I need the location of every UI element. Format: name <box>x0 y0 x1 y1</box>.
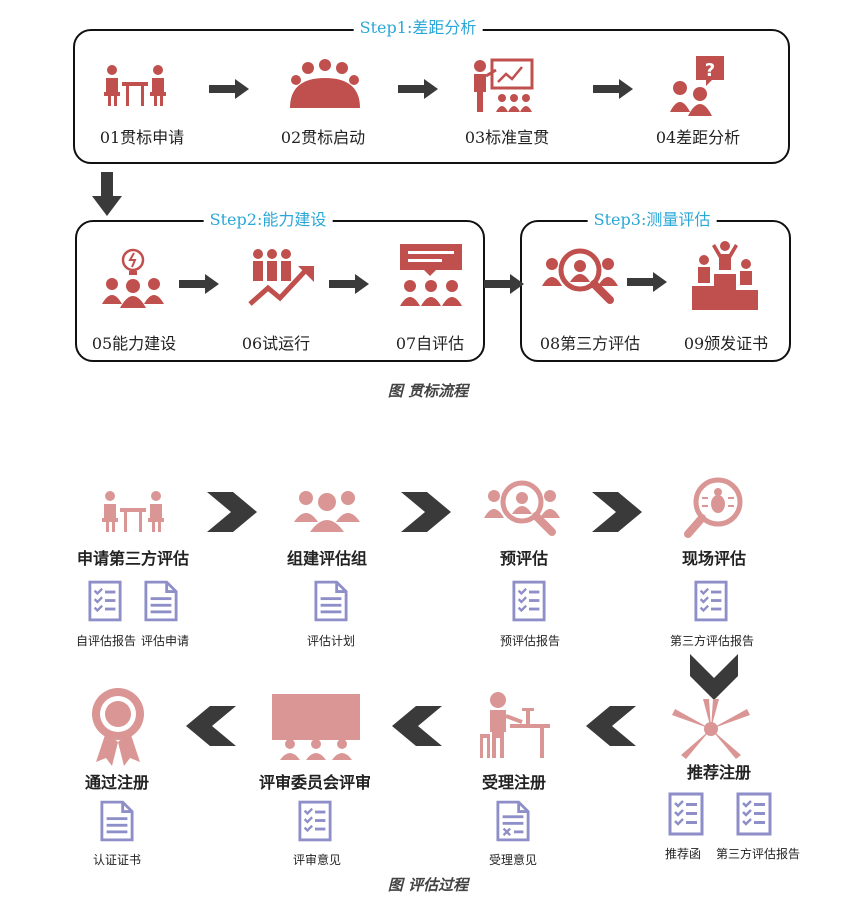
flow1-item-label: 01贯标申请 <box>99 128 185 147</box>
meeting-icon <box>98 484 168 534</box>
chevron-right-icon <box>401 492 451 532</box>
team-icon <box>292 484 362 534</box>
arrow-right-icon <box>178 274 220 294</box>
flow2-stage-label: 受理注册 <box>481 775 547 792</box>
arrow-right-icon <box>208 79 250 99</box>
document-icon <box>144 580 178 622</box>
flow1-item-label: 03标准宣贯 <box>464 128 550 147</box>
flow1-item-label: 08第三方评估 <box>539 334 641 353</box>
checklist-doc-icon <box>668 792 704 836</box>
flow2-caption: 图 评估过程 <box>387 876 469 894</box>
doc-label: 推荐函 <box>664 847 702 861</box>
chevron-left-icon <box>186 706 236 746</box>
document-icon <box>314 580 348 622</box>
doc-label: 受理意见 <box>488 853 538 867</box>
chevron-left-icon <box>392 706 442 746</box>
flow1-item-label: 09颁发证书 <box>683 334 769 353</box>
search-people-icon <box>484 480 560 536</box>
review-board-icon <box>272 694 360 760</box>
checklist-doc-icon <box>88 580 122 622</box>
checklist-doc-icon <box>298 800 332 842</box>
chevron-left-icon <box>586 706 636 746</box>
flow2-stage-label: 预评估 <box>499 551 549 568</box>
podium-icon <box>692 241 758 310</box>
arrow-right-icon <box>328 274 370 294</box>
flow1-item-label: 06试运行 <box>241 334 311 353</box>
presentation-icon <box>474 58 534 112</box>
flow2-stage-label: 评审委员会评审 <box>258 775 372 792</box>
meeting-icon <box>100 58 170 108</box>
flow1-item-label: 07自评估 <box>395 334 465 353</box>
chevron-right-icon <box>207 492 257 532</box>
arrow-right-icon <box>592 79 634 99</box>
flow1-item-label: 02贯标启动 <box>280 128 366 147</box>
doc-label: 第三方评估报告 <box>669 634 755 648</box>
flow2-stage-label: 通过注册 <box>84 775 150 792</box>
award-icon <box>92 688 144 766</box>
flow2-stage-label: 申请第三方评估 <box>76 551 190 568</box>
flow1-item-label: 05能力建设 <box>91 334 177 353</box>
doc-label: 预评估报告 <box>499 634 561 648</box>
doc-label: 自评估报告 <box>75 634 137 648</box>
search-people-icon <box>542 248 618 304</box>
office-desk-icon <box>480 692 550 758</box>
doc-label: 评估申请 <box>140 634 190 648</box>
checklist-doc-icon <box>736 792 772 836</box>
doc-label: 认证证书 <box>92 853 142 867</box>
doc-label: 第三方评估报告 <box>715 847 801 861</box>
hands-together-icon <box>672 699 750 759</box>
idea-team-icon <box>102 248 164 308</box>
flow2-stage-label: 现场评估 <box>681 551 747 568</box>
svg-text:?: ? <box>705 60 715 81</box>
feedback-icon <box>400 244 462 306</box>
trend-team-icon <box>248 249 314 306</box>
chevron-right-icon <box>592 492 642 532</box>
conference-icon <box>290 59 360 108</box>
question-icon: ? <box>670 56 724 116</box>
step3-title: Step3:测量评估 <box>587 211 717 229</box>
arrow-down-icon <box>92 172 122 216</box>
chevron-down-icon <box>690 654 738 700</box>
flow2-stage-label: 组建评估组 <box>286 551 368 568</box>
bug-search-icon <box>684 477 743 538</box>
doc-label: 评估计划 <box>306 634 356 648</box>
arrow-right-icon <box>626 272 668 292</box>
flow1-caption: 图 贯标流程 <box>387 382 469 400</box>
arrow-right-icon <box>397 79 439 99</box>
arrow-right-icon <box>484 274 524 294</box>
flow2-stage-label: 推荐注册 <box>686 765 752 782</box>
checklist-doc-icon <box>512 580 546 622</box>
step2-title: Step2:能力建设 <box>203 211 333 229</box>
flow1-item-label: 04差距分析 <box>655 128 741 147</box>
rejected-doc-icon <box>496 800 530 842</box>
document-icon <box>100 800 134 842</box>
doc-label: 评审意见 <box>292 853 342 867</box>
checklist-doc-icon <box>694 580 728 622</box>
step1-title: Step1:差距分析 <box>353 19 483 37</box>
